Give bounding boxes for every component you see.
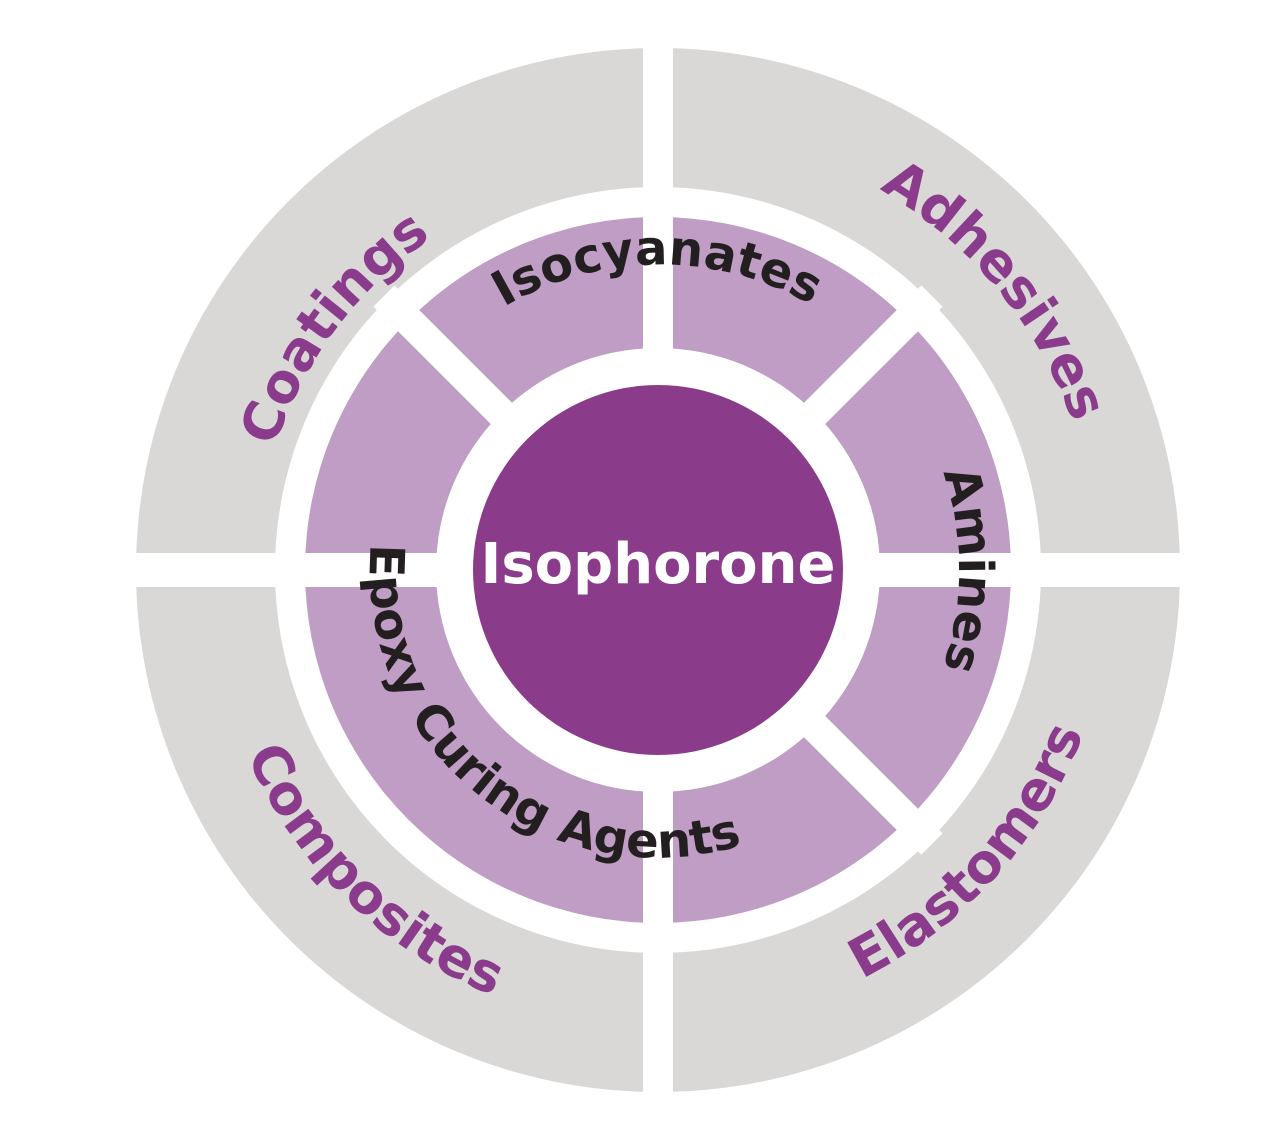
center-label: Isophorone xyxy=(480,532,835,597)
center-circle xyxy=(473,385,843,755)
